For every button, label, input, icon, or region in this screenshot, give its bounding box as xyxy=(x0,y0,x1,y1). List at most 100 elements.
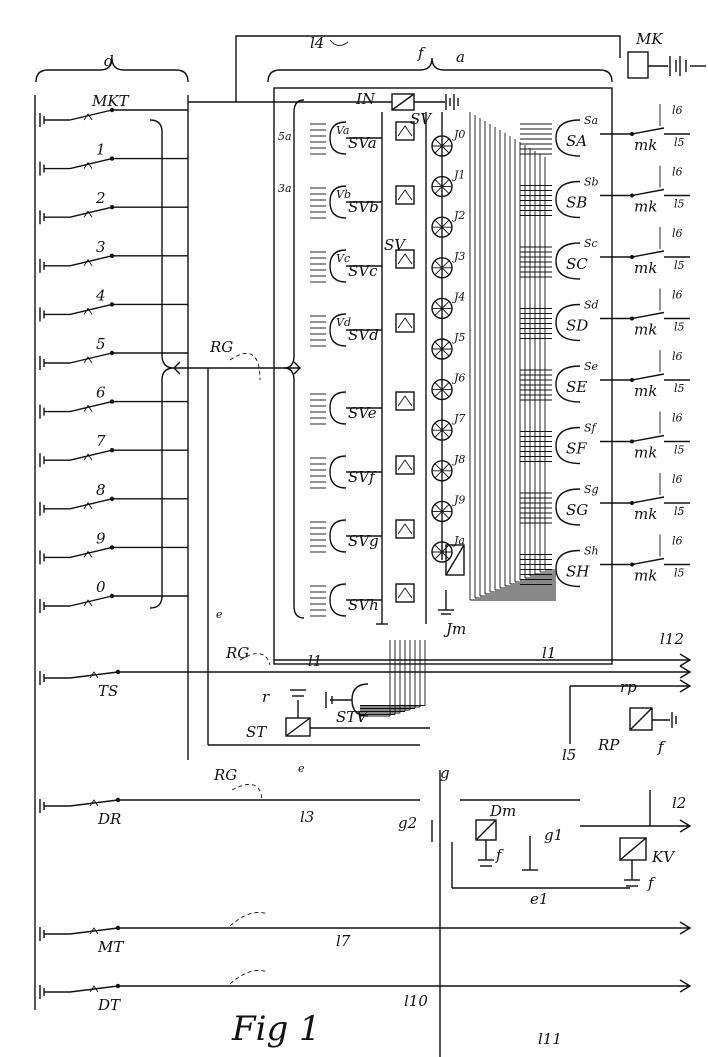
g1-label: g1 xyxy=(544,826,563,844)
line-l2-label: l2 xyxy=(672,794,686,812)
lamp-label: J5 xyxy=(452,331,465,344)
lamp-label: J4 xyxy=(452,290,465,303)
sv-brace xyxy=(283,99,305,619)
key-dt: DT xyxy=(39,983,121,1014)
lamp-label: J6 xyxy=(452,372,465,385)
selector-label: SA xyxy=(566,132,587,150)
lamp-ja: Ja xyxy=(431,534,465,563)
sv-relay-svf: SVf xyxy=(310,455,415,489)
f2-label: f xyxy=(647,874,656,892)
key-3: 3 xyxy=(39,238,188,273)
key-4: 4 xyxy=(39,286,188,322)
line-l7-label: l7 xyxy=(336,932,351,950)
kv-relay xyxy=(619,837,647,861)
key-label: 4 xyxy=(95,286,106,304)
lamp-label: J0 xyxy=(452,128,465,141)
e-label-top: e xyxy=(216,608,223,621)
lamp-label: Ja xyxy=(452,534,465,547)
l5-label: l5 xyxy=(674,136,685,149)
mk-contact-label: mk xyxy=(634,567,657,585)
line-l4-label: l4 xyxy=(310,34,324,52)
key-block-d: d xyxy=(34,52,301,1010)
rg-label-2: RG xyxy=(209,338,233,356)
line-l1b-label: l1 xyxy=(542,644,556,662)
lower-keys: TS DR MT DT xyxy=(39,669,124,1014)
key-label: TS xyxy=(98,682,118,700)
rp-relay xyxy=(629,707,653,731)
key-1: 1 xyxy=(39,141,188,176)
f3-label: f xyxy=(657,738,666,756)
selector-label: SG xyxy=(566,501,588,519)
line-l5-label: l5 xyxy=(562,746,576,764)
key-mt: MT xyxy=(39,925,124,956)
key-label: DT xyxy=(97,996,121,1014)
line-l12-label: l12 xyxy=(660,630,684,648)
v-label: Vd xyxy=(336,316,351,329)
rg-label-1: RG xyxy=(225,644,249,662)
selectors: SASamkl6l5SBSbmkl6l5SCScmkl6l5SDSdmkl6l5… xyxy=(520,104,690,588)
wiring-fan xyxy=(360,112,556,717)
l6-label: l6 xyxy=(672,473,683,486)
mk-section: l4 MK xyxy=(188,30,706,103)
l6-label: l6 xyxy=(672,350,683,363)
lamp-j2: J2 xyxy=(431,209,465,238)
sv-label: SVc xyxy=(348,262,378,280)
in-label: IN xyxy=(355,90,376,108)
key-label: MKT xyxy=(91,92,130,110)
kv-label: KV xyxy=(651,848,676,866)
key-label: 6 xyxy=(96,384,106,402)
key-label: DR xyxy=(97,810,121,828)
mk-relay xyxy=(627,51,649,79)
jm-relay: Jm xyxy=(438,544,466,638)
l6-label: l6 xyxy=(672,535,683,548)
lamp-j9: J9 xyxy=(431,493,465,523)
v-label: Vb xyxy=(336,188,351,201)
mk-contact-label: mk xyxy=(634,444,657,462)
sv-relay-svg: SVg xyxy=(310,519,415,553)
lamp-j1: J1 xyxy=(431,169,465,198)
sv-relay-sve: SVe xyxy=(310,391,415,425)
jm-label: Jm xyxy=(443,620,466,638)
key-6: 6 xyxy=(39,384,188,419)
v-label: Vc xyxy=(336,252,350,265)
key-brace xyxy=(149,119,175,609)
selector-s-label: Sg xyxy=(584,483,599,496)
sv-label: SVg xyxy=(348,532,379,550)
g-label: g xyxy=(440,764,450,782)
l6-label: l6 xyxy=(672,289,683,302)
line-l1-label: l1 xyxy=(308,652,322,670)
mk-contact-label: mk xyxy=(634,321,657,339)
lamp-label: J1 xyxy=(452,169,465,182)
s3-label: 3a xyxy=(278,182,292,195)
rg-label-3: RG xyxy=(213,766,237,784)
key-ts: TS xyxy=(39,669,121,700)
selector-s-label: Sf xyxy=(584,422,598,435)
selector-label: SD xyxy=(566,317,588,335)
sv-label: SVa xyxy=(348,134,377,152)
key-8: 8 xyxy=(39,481,188,516)
f1-label: f xyxy=(495,846,504,864)
key-label: 8 xyxy=(96,481,106,499)
key-label: 7 xyxy=(96,432,106,450)
key-2: 2 xyxy=(39,189,188,225)
sv-top-label: SV xyxy=(410,110,433,128)
mk-contact-label: mk xyxy=(634,382,657,400)
selector-label: SE xyxy=(566,378,587,396)
l5-label: l5 xyxy=(674,382,685,395)
selector-s-label: Sb xyxy=(584,176,599,189)
rp-contact-label: rp xyxy=(620,678,637,696)
l5-label: l5 xyxy=(674,567,685,580)
lamp-label: J7 xyxy=(452,412,465,425)
selector-s-label: Sd xyxy=(584,299,599,312)
key-label: 3 xyxy=(96,238,106,256)
